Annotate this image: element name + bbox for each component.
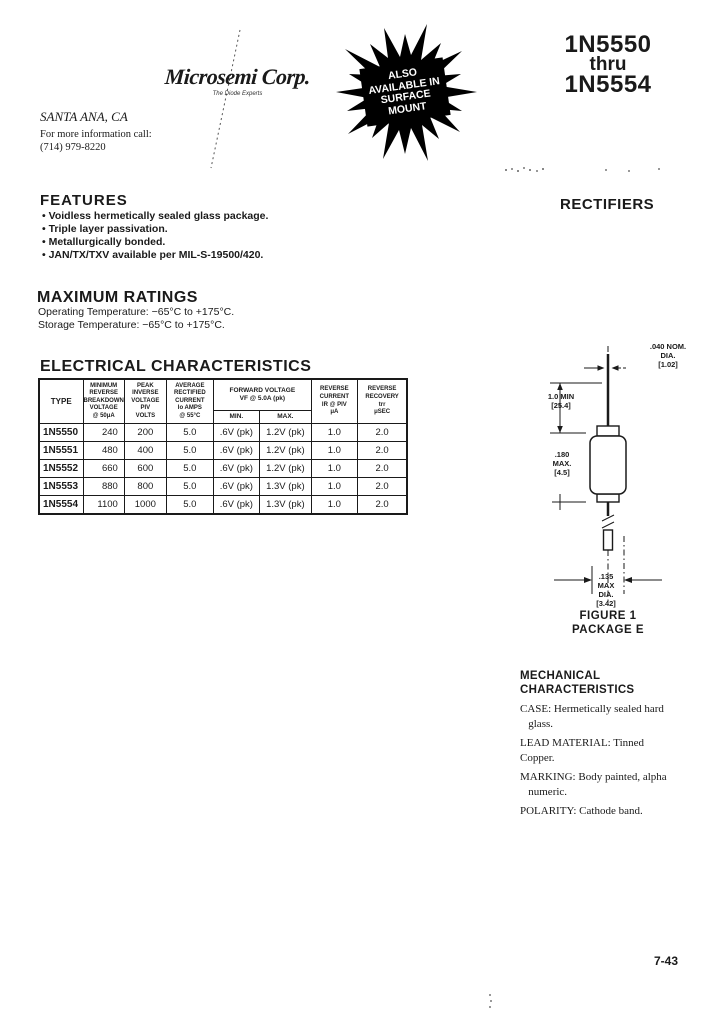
- table-cell: .6V (pk): [212, 477, 260, 496]
- table-cell: .6V (pk): [212, 495, 260, 515]
- part-range-thru: thru: [589, 54, 627, 75]
- table-cell: 2.0: [356, 495, 408, 515]
- col-header-forward-voltage: FORWARD VOLTAGE VF @ 5.0A (pk): [212, 378, 312, 411]
- maximum-ratings-heading: MAXIMUM RATINGS: [37, 289, 198, 306]
- table-cell: 5.0: [165, 441, 214, 460]
- table-cell: 5.0: [165, 459, 214, 478]
- col-header-piv: PEAK INVERSE VOLTAGE PIV VOLTS: [123, 378, 167, 424]
- company-address: SANTA ANA, CA For more information call:…: [40, 109, 152, 154]
- table-cell: 480: [82, 441, 125, 460]
- table-cell: 1.2V (pk): [258, 441, 312, 460]
- table-cell: 1N5554: [38, 495, 84, 515]
- table-cell: 1.2V (pk): [258, 459, 312, 478]
- table-cell: .6V (pk): [212, 423, 260, 442]
- table-row: 1N5553 880 800 5.0 .6V (pk) 1.3V (pk) 1.…: [38, 477, 408, 496]
- scan-diagonal-line: [210, 29, 241, 169]
- col-header-reverse-current: REVERSE CURRENT IR @ PIV μA: [310, 378, 358, 424]
- table-cell: 1.3V (pk): [258, 477, 312, 496]
- table-cell: 2.0: [356, 423, 408, 442]
- table-cell: 2.0: [356, 459, 408, 478]
- table-cell: 5.0: [165, 477, 214, 496]
- company-tagline: The Diode Experts: [212, 91, 263, 97]
- table-cell: 2.0: [356, 441, 408, 460]
- table-cell: 2.0: [356, 477, 408, 496]
- table-cell: 200: [123, 423, 167, 442]
- table-cell: 5.0: [165, 423, 214, 442]
- table-cell: 880: [82, 477, 125, 496]
- table-cell: 1N5553: [38, 477, 84, 496]
- part-number-first: 1N5550: [564, 31, 652, 58]
- table-cell: .6V (pk): [212, 441, 260, 460]
- table-cell: 240: [82, 423, 125, 442]
- company-city: SANTA ANA, CA: [40, 109, 128, 124]
- storage-temperature: Storage Temperature: −65°C to +175°C.: [38, 318, 225, 331]
- lead-diameter-label: .040 NOM. DIA. [1.02]: [649, 342, 687, 369]
- feature-item: Metallurgically bonded.: [42, 236, 268, 249]
- col-header-vf-max: MAX.: [258, 410, 312, 424]
- page-number: 7-43: [654, 954, 679, 968]
- table-cell: 600: [123, 459, 167, 478]
- product-category: RECTIFIERS: [560, 196, 655, 213]
- body-length-label: .180 MAX. [4.5]: [552, 450, 572, 477]
- table-cell: 1.0: [310, 441, 358, 460]
- table-cell: 400: [123, 441, 167, 460]
- operating-temperature: Operating Temperature: −65°C to +175°C.: [38, 306, 235, 318]
- col-header-vf-min: MIN.: [212, 410, 260, 424]
- contact-line: For more information call:: [40, 129, 152, 140]
- table-cell: 1.2V (pk): [258, 423, 312, 442]
- features-list: Voidless hermetically sealed glass packa…: [42, 210, 269, 262]
- company-name: Microsemi Corp.: [164, 64, 312, 89]
- part-number-range: 1N5550 thru 1N5554: [552, 31, 664, 98]
- table-cell: 1N5550: [38, 423, 84, 442]
- starburst-icon: [336, 24, 477, 161]
- table-cell: 1100: [82, 495, 125, 515]
- package-name: PACKAGE E: [571, 624, 645, 636]
- features-heading: FEATURES: [40, 192, 128, 209]
- figure-number: FIGURE 1: [579, 610, 637, 622]
- table-cell: 660: [82, 459, 125, 478]
- table-row: 1N5554 1100 1000 5.0 .6V (pk) 1.3V (pk) …: [38, 495, 408, 515]
- electrical-characteristics-heading: ELECTRICAL CHARACTERISTICS: [40, 358, 312, 375]
- body-diameter-label: .135 MAX DIA. [3.42]: [596, 572, 616, 608]
- scan-artifact-dots: [0, 0, 2, 2]
- company-logo: Microsemi Corp. The Diode Experts: [150, 64, 325, 97]
- mech-polarity: POLARITY: Cathode band.: [520, 805, 643, 817]
- mechanical-heading: MECHANICAL CHARACTERISTICS: [520, 670, 635, 696]
- feature-item: JAN/TX/TXV available per MIL-S-19500/420…: [42, 249, 268, 262]
- table-cell: 1.0: [310, 423, 358, 442]
- mechanical-characteristics: MECHANICAL CHARACTERISTICS CASE: Hermeti…: [520, 670, 710, 823]
- table-cell: 1.0: [310, 495, 358, 515]
- feature-item: Triple layer passivation.: [42, 223, 268, 236]
- table-row: 1N5550 240 200 5.0 .6V (pk) 1.2V (pk) 1.…: [38, 423, 408, 442]
- table-cell: 1.3V (pk): [258, 495, 312, 515]
- table-row: 1N5551 480 400 5.0 .6V (pk) 1.2V (pk) 1.…: [38, 441, 408, 460]
- mech-case: CASE: Hermetically sealed hard glass.: [520, 703, 664, 730]
- contact-phone: (714) 979-8220: [40, 141, 106, 153]
- table-cell: .6V (pk): [212, 459, 260, 478]
- package-drawing-icon: [550, 346, 662, 602]
- col-header-avg-current: AVERAGE RECTIFIED CURRENT Io AMPS @ 55°C: [165, 378, 214, 424]
- electrical-characteristics-table: TYPE MINIMUM REVERSE BREAKDOWN VOLTAGE @…: [38, 378, 409, 515]
- col-header-breakdown: MINIMUM REVERSE BREAKDOWN VOLTAGE @ 50μA: [82, 378, 125, 424]
- package-figure: .040 NOM. DIA. [1.02] 1.0 MIN [25.4] .18…: [540, 340, 720, 650]
- table-cell: 1000: [123, 495, 167, 515]
- table-cell: 1N5551: [38, 441, 84, 460]
- table-cell: 1.0: [310, 477, 358, 496]
- table-cell: 1N5552: [38, 459, 84, 478]
- table-cell: 800: [123, 477, 167, 496]
- mech-marking: MARKING: Body painted, alpha numeric.: [520, 771, 667, 798]
- mech-lead-material: LEAD MATERIAL: Tinned Copper.: [520, 737, 645, 764]
- col-header-type: TYPE: [38, 378, 84, 424]
- col-header-reverse-recovery: REVERSE RECOVERY trr μSEC: [356, 378, 408, 424]
- table-row: 1N5552 660 600 5.0 .6V (pk) 1.2V (pk) 1.…: [38, 459, 408, 478]
- table-cell: 1.0: [310, 459, 358, 478]
- maximum-ratings-body: Operating Temperature: −65°C to +175°C. …: [38, 306, 234, 331]
- table-cell: 5.0: [165, 495, 214, 515]
- surface-mount-badge: ALSO AVAILABLE IN SURFACE MOUNT: [330, 20, 480, 165]
- part-number-last: 1N5554: [564, 71, 652, 98]
- feature-item: Voidless hermetically sealed glass packa…: [42, 210, 269, 223]
- lead-length-label: 1.0 MIN [25.4]: [547, 392, 575, 410]
